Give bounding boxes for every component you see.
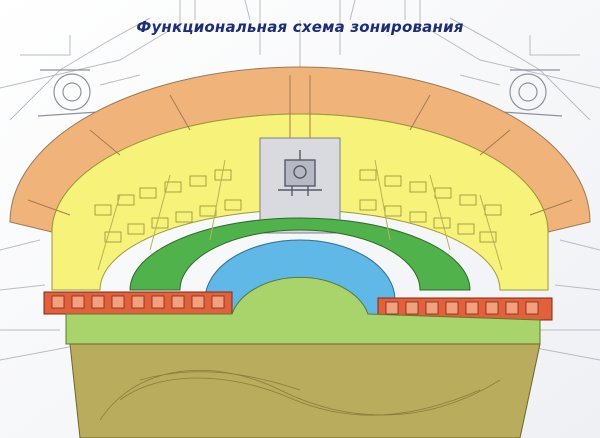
zone-green-arc xyxy=(129,217,471,291)
roundabout-icon-left xyxy=(37,69,99,117)
central-building-icon xyxy=(278,150,322,196)
zone-lightgreen-band xyxy=(65,276,541,345)
zone-olive-area xyxy=(69,343,541,438)
olive-contours xyxy=(99,369,501,421)
orange-zone-divisions xyxy=(27,75,573,216)
map-title: Функциональная схема зонирования xyxy=(136,18,464,36)
roundabout-icon-right xyxy=(501,69,563,117)
yellow-zone-plots xyxy=(94,169,502,243)
yellow-zone-roads xyxy=(97,159,503,271)
red-strip-blocks xyxy=(51,295,539,315)
